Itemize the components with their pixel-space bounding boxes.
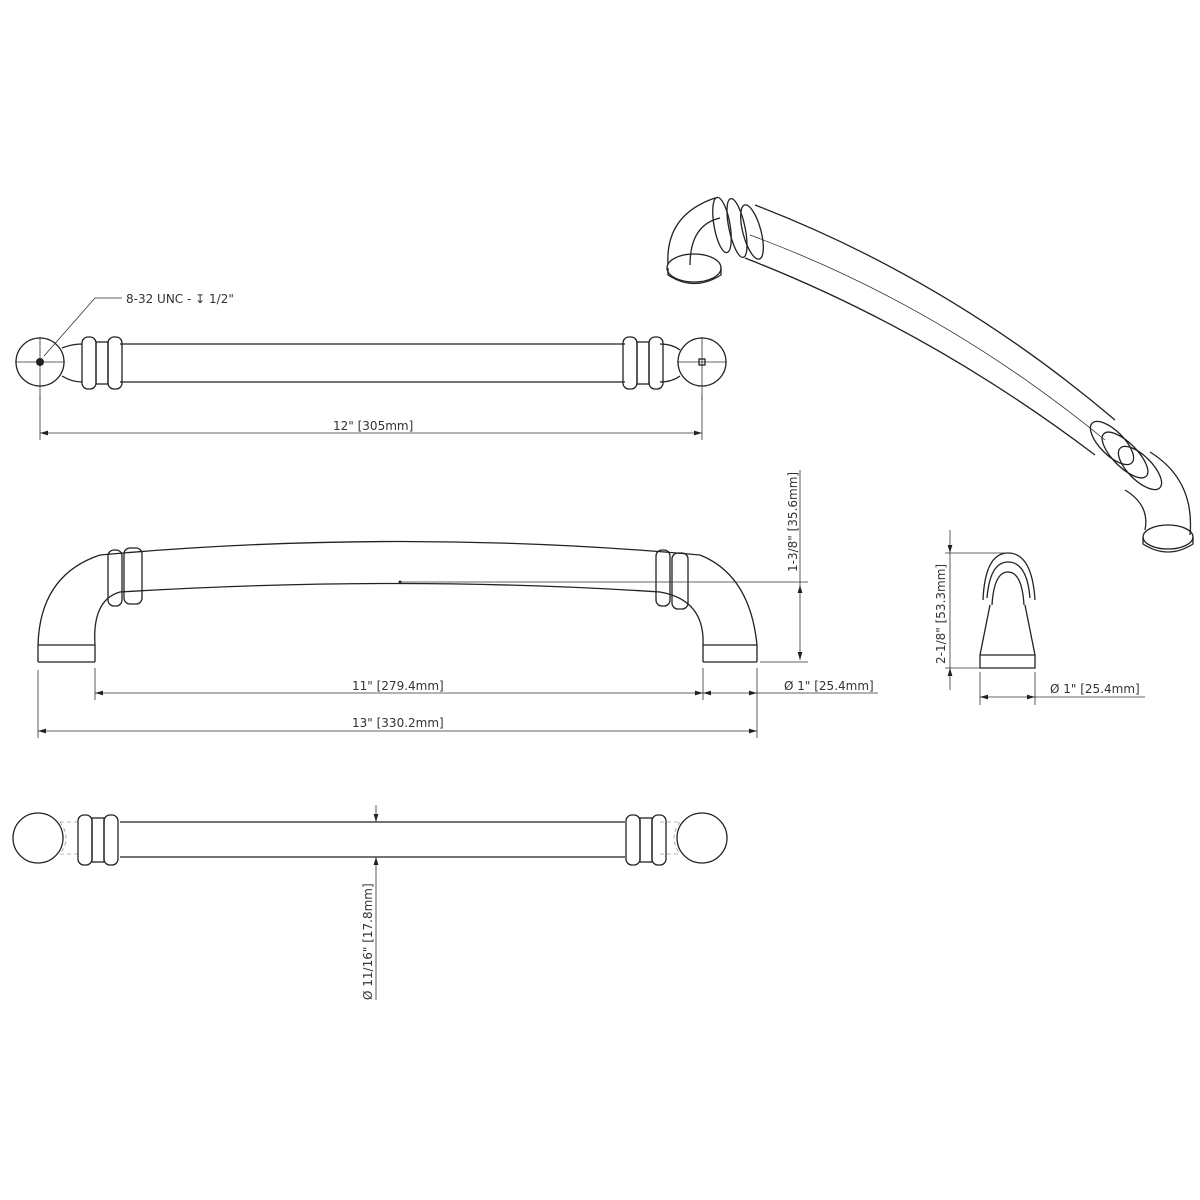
dim-knob-diameter: Ø 1" [25.4mm] [1050,682,1140,696]
dim-center-to-center: 12" [305mm] [333,419,413,433]
bottom-view: Ø 11/16" [17.8mm] [12,805,728,1000]
dim-inner-span: 11" [279.4mm] [352,679,444,693]
side-view: 1-3/8" [35.6mm] 11" [279.4mm] Ø 1" [25.4… [37,470,878,738]
dim-foot-diameter: Ø 1" [25.4mm] [784,679,874,693]
dim-projection: 1-3/8" [35.6mm] [786,472,800,572]
perspective-view [666,196,1194,553]
end-view: 2-1/8" [53.3mm] Ø 1" [25.4mm] [934,530,1145,705]
dim-bar-diameter: Ø 11/16" [17.8mm] [361,883,375,1000]
top-view: 8-32 UNC - ↧ 1/2" 12" [305mm] [15,292,727,440]
dim-overall-length: 13" [330.2mm] [352,716,444,730]
thread-callout: 8-32 UNC - ↧ 1/2" [126,292,234,306]
dim-height: 2-1/8" [53.3mm] [934,564,948,664]
